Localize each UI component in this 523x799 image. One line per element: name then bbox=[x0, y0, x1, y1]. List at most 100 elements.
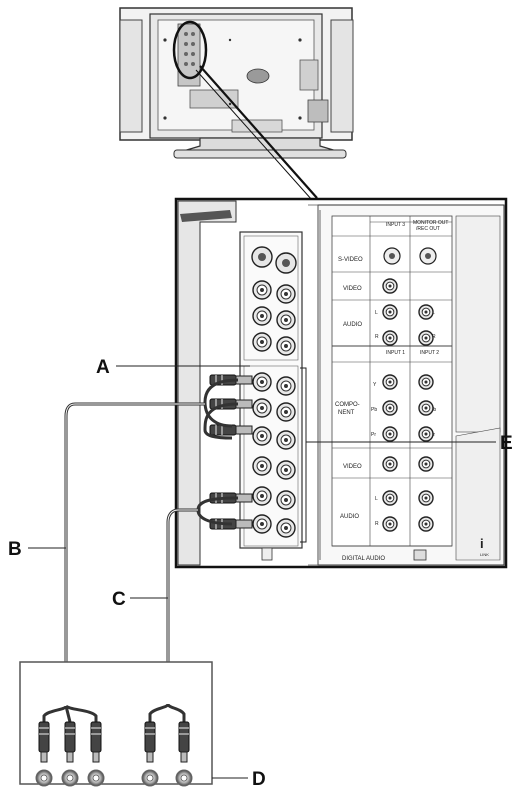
rca-jack-pin bbox=[284, 468, 288, 472]
zoom-leader-line bbox=[199, 65, 318, 199]
rca-jack-pin bbox=[260, 494, 264, 498]
device-jack-core bbox=[92, 774, 100, 782]
rca-jack-pin bbox=[260, 522, 264, 526]
label-digital-audio: DIGITAL AUDIO bbox=[342, 556, 385, 562]
label-component-1: COMPO- bbox=[335, 402, 360, 408]
label-r-left-top: R bbox=[375, 334, 379, 340]
callouts: A B C D E bbox=[8, 357, 513, 790]
s-video-out-core bbox=[425, 253, 431, 259]
rca-jack-pin bbox=[260, 288, 264, 292]
label-l-left-top: L bbox=[375, 310, 378, 316]
rca-plug-tip bbox=[235, 375, 253, 385]
label-r-left-bottom: R bbox=[375, 521, 379, 527]
optical-port bbox=[413, 549, 427, 561]
device-jack-core bbox=[146, 774, 154, 782]
s-video-jacks bbox=[251, 246, 297, 274]
label-l-left-bottom: L bbox=[375, 496, 378, 502]
rca-jack-pin bbox=[284, 344, 288, 348]
device-plug-tip bbox=[40, 751, 48, 763]
rca-jack-pin bbox=[284, 292, 288, 296]
device-plugs bbox=[38, 721, 190, 763]
brand-mark: i bbox=[480, 536, 484, 551]
rca-plug-tip bbox=[235, 425, 253, 435]
rca-plug-tip bbox=[235, 399, 253, 409]
s-video-in-core bbox=[389, 253, 395, 259]
callout-c: C bbox=[112, 589, 126, 610]
rca-jack-pin bbox=[388, 310, 392, 314]
label-input1: INPUT 1 bbox=[386, 350, 405, 356]
device-plug-body bbox=[64, 721, 76, 753]
rca-jack-pin bbox=[388, 284, 392, 288]
rca-plug-tip bbox=[235, 519, 253, 529]
label-pb-left: Pb bbox=[371, 407, 377, 413]
small-port bbox=[261, 547, 273, 561]
callout-e: E bbox=[500, 433, 513, 454]
rca-jack-column bbox=[252, 280, 296, 538]
zoom-leader-line-inner bbox=[195, 69, 313, 201]
rca-jack-pin bbox=[388, 432, 392, 436]
label-audio-top: AUDIO bbox=[343, 322, 362, 328]
device-plug-body bbox=[38, 721, 50, 753]
label-video-top: VIDEO bbox=[343, 286, 362, 292]
label-pr-left: Pr bbox=[371, 432, 376, 438]
label-r-right-top: R bbox=[432, 334, 436, 340]
rca-jack-pin bbox=[424, 432, 428, 436]
rca-jack-pin bbox=[284, 384, 288, 388]
tv-rear-view bbox=[119, 7, 354, 159]
callout-a: A bbox=[96, 357, 110, 378]
rca-jack-pin bbox=[388, 380, 392, 384]
label-s-video: S-VIDEO bbox=[338, 257, 363, 263]
device-plug-tip bbox=[146, 751, 154, 763]
rca-jack-pin bbox=[388, 336, 392, 340]
rca-jack-pin bbox=[284, 438, 288, 442]
device-jack-core bbox=[66, 774, 74, 782]
rca-jack-pin bbox=[260, 406, 264, 410]
rca-jack-pin bbox=[388, 496, 392, 500]
label-rec-out: /REC OUT bbox=[416, 226, 440, 232]
callout-e-bracket bbox=[300, 367, 307, 543]
rca-jack-pin bbox=[388, 406, 392, 410]
device-plug-body bbox=[90, 721, 102, 753]
label-input3: INPUT 3 bbox=[386, 222, 405, 228]
label-video-bottom: VIDEO bbox=[343, 464, 362, 470]
panel-rca-jacks bbox=[382, 278, 434, 532]
rca-jack-pin bbox=[284, 526, 288, 530]
rca-jack-pin bbox=[260, 314, 264, 318]
rca-jack-pin bbox=[260, 434, 264, 438]
device-plug-body bbox=[144, 721, 156, 753]
label-audio-bottom: AUDIO bbox=[340, 514, 359, 520]
rca-jack-pin bbox=[260, 380, 264, 384]
inserted-plugs bbox=[209, 374, 253, 530]
device-plug-tip bbox=[92, 751, 100, 763]
callout-d: D bbox=[252, 769, 266, 790]
device-plug-tip bbox=[180, 751, 188, 763]
rca-jack-pin bbox=[424, 462, 428, 466]
rca-jack-pin bbox=[284, 498, 288, 502]
callout-b: B bbox=[8, 539, 22, 560]
device-jacks bbox=[35, 769, 193, 787]
label-monitor-out: MONITOR OUT bbox=[413, 220, 448, 226]
label-component-2: NENT bbox=[338, 410, 355, 416]
brand-sub: LINK bbox=[480, 552, 489, 557]
rca-jack-pin bbox=[284, 410, 288, 414]
cables bbox=[60, 378, 239, 706]
rca-jack-pin bbox=[260, 464, 264, 468]
rca-jack-pin bbox=[260, 340, 264, 344]
label-y-left: Y bbox=[373, 382, 377, 388]
rca-jack-pin bbox=[424, 336, 428, 340]
source-device bbox=[19, 661, 213, 785]
rca-jack-pin bbox=[424, 496, 428, 500]
device-plug-body bbox=[178, 721, 190, 753]
rca-jack-pin bbox=[424, 522, 428, 526]
rca-jack-pin bbox=[284, 318, 288, 322]
label-input2: INPUT 2 bbox=[420, 350, 439, 356]
rca-jack-pin bbox=[424, 380, 428, 384]
rca-jack-pin bbox=[424, 310, 428, 314]
rca-jack-pin bbox=[388, 462, 392, 466]
rca-jack-pin bbox=[424, 406, 428, 410]
panel-labels: INPUT 3 MONITOR OUT /REC OUT S-VIDEO VID… bbox=[261, 216, 489, 562]
device-plug-tip bbox=[66, 751, 74, 763]
device-jack-core bbox=[40, 774, 48, 782]
rca-jack-pin bbox=[388, 522, 392, 526]
